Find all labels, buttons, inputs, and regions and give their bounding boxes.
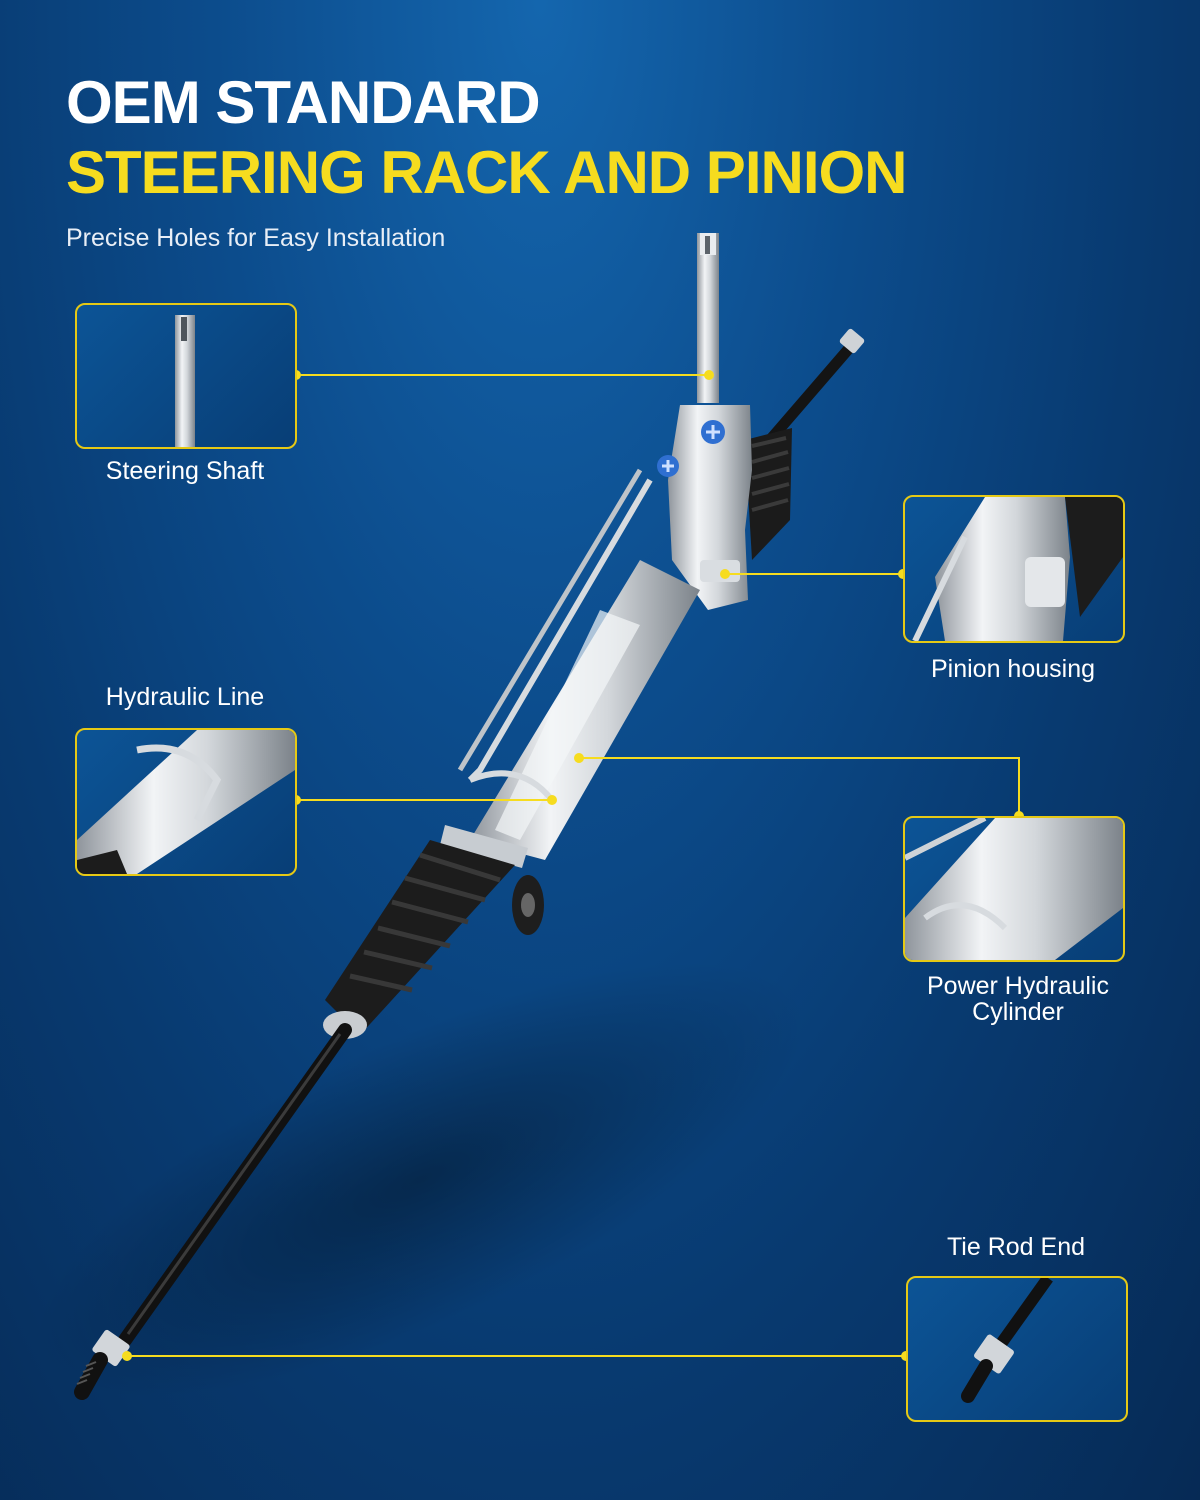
steering-shaft-label: Steering Shaft	[105, 457, 265, 485]
upper-tie-rod-nut	[839, 328, 865, 354]
pinion-housing-label: Pinion housing	[930, 655, 1095, 683]
ground-shadow	[34, 961, 806, 1399]
lower-tie-rod	[74, 1023, 352, 1400]
rack-tube	[440, 468, 700, 935]
power-cylinder-thumbnail	[903, 816, 1125, 962]
tie-rod-end-thumbnail	[906, 1276, 1128, 1422]
subtitle: Precise Holes for Easy Installation	[66, 224, 446, 252]
upper-tie-rod	[764, 339, 858, 446]
hydraulic-line-label: Hydraulic Line	[105, 683, 265, 711]
callout-lines	[127, 374, 1020, 1357]
power-cylinder-label: Power Hydraulic Cylinder	[903, 973, 1133, 1026]
headline-line-2: STEERING RACK AND PINION	[66, 139, 907, 206]
steering-shaft-part	[697, 233, 719, 403]
power-cylinder-label-line1: Power Hydraulic	[926, 972, 1109, 1000]
tie-rod-end-label: Tie Rod End	[946, 1233, 1086, 1261]
upper-boot	[745, 428, 792, 560]
steering-shaft-thumbnail	[75, 303, 297, 449]
pinion-housing-thumbnail	[903, 495, 1125, 643]
pinion-housing-part	[657, 405, 752, 610]
power-cylinder-label-line2: Cylinder	[972, 998, 1064, 1027]
hydraulic-line-thumbnail	[75, 728, 297, 876]
lower-boot	[323, 840, 515, 1039]
headline-line-1: OEM STANDARD	[66, 69, 541, 136]
